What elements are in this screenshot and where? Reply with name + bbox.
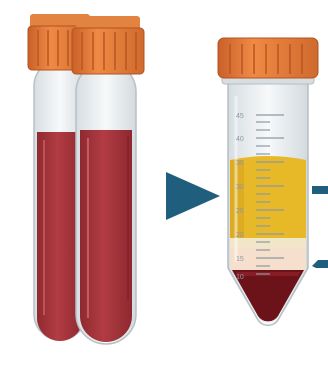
- scale-label: 10: [236, 274, 244, 281]
- process-arrow-icon: [166, 172, 220, 220]
- scale-label: 30: [236, 184, 244, 191]
- cell-layer-pointer-icon: [312, 260, 328, 268]
- conical-tube: 45 40 35 30 25 20 15 10: [228, 80, 308, 325]
- blood-tube-front: [76, 62, 136, 344]
- scale-label: 40: [236, 136, 244, 143]
- plasma-pointer-icon: [312, 186, 328, 194]
- blood-tubes: [28, 14, 144, 344]
- tube-cap-front: [72, 16, 144, 74]
- scale-label: 35: [236, 160, 244, 167]
- scale-label: 15: [236, 256, 244, 263]
- scale-label: 45: [236, 113, 244, 120]
- scale-label: 20: [236, 232, 244, 239]
- buffy-coat-layer: [230, 238, 306, 248]
- layer-pointers: [312, 186, 328, 268]
- scale-label: 25: [236, 208, 244, 215]
- conical-tube-cap: [218, 38, 318, 84]
